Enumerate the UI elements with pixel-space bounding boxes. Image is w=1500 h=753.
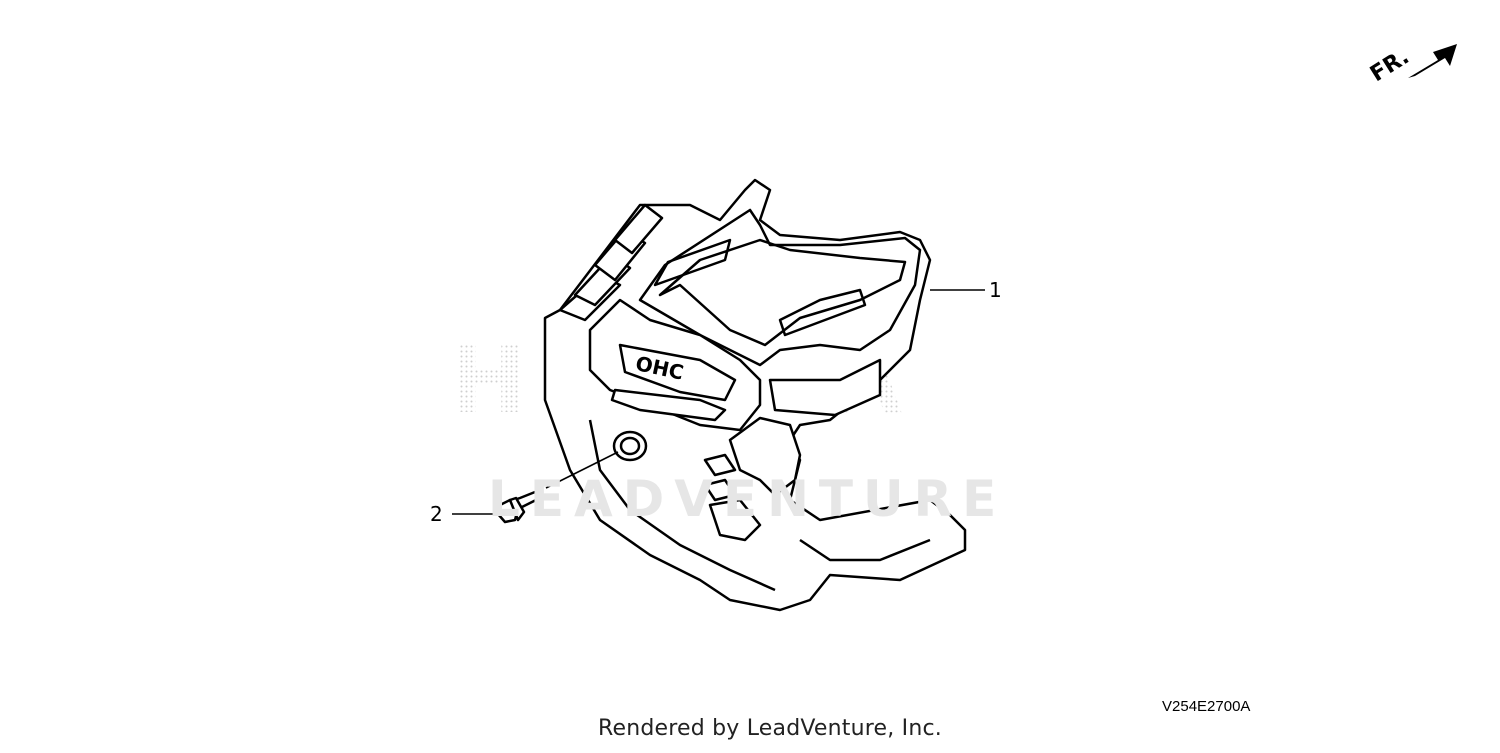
bolt-part[interactable] xyxy=(496,488,544,524)
render-credit: Rendered by LeadVenture, Inc. xyxy=(598,716,942,741)
callout-1[interactable]: 1 xyxy=(989,278,1002,302)
leader-lines xyxy=(452,289,985,515)
diagram-code: V254E2700A xyxy=(1162,698,1251,715)
engine-cover-part[interactable]: OHC xyxy=(543,178,967,612)
callout-2[interactable]: 2 xyxy=(430,502,443,526)
front-direction-arrow xyxy=(1408,44,1457,78)
watermark-leadventure: LEADVENTURE xyxy=(488,470,1007,528)
arrow-icon xyxy=(1408,44,1457,78)
bolt-axis-line xyxy=(545,451,619,489)
